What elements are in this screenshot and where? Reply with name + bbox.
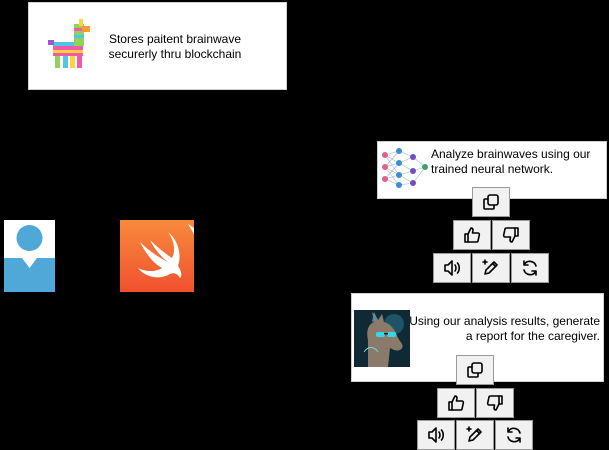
edit-button[interactable]: [456, 420, 494, 450]
thumbs-up-icon: [448, 395, 465, 411]
speaker-button[interactable]: [433, 253, 471, 283]
blockchain-card-text: Stores paitent brainwave securerly thru …: [108, 32, 242, 61]
blockchain-card: Stores paitent brainwave securerly thru …: [28, 2, 287, 90]
speaker-icon: [428, 427, 445, 443]
copy-button[interactable]: [456, 355, 494, 385]
neural-network-icon: [382, 148, 428, 188]
regenerate-icon: [523, 260, 537, 276]
regenerate-button[interactable]: [495, 420, 533, 450]
thumbs-down-button[interactable]: [492, 220, 530, 250]
copy-icon: [467, 362, 483, 378]
pinata-llama-icon: [48, 19, 90, 68]
speaker-icon: [444, 260, 461, 276]
llama-sunglasses-icon: [354, 310, 410, 367]
thumbs-down-button[interactable]: [476, 388, 514, 418]
thumbs-up-button[interactable]: [453, 220, 491, 250]
thumbs-down-icon: [486, 395, 503, 411]
edit-button[interactable]: [472, 253, 510, 283]
user-avatar-icon: [4, 220, 55, 292]
copy-icon: [483, 194, 499, 210]
thumbs-down-icon: [502, 227, 519, 243]
copy-button[interactable]: [472, 187, 510, 217]
report-card-text: Using our analysis results, generate a r…: [409, 314, 600, 343]
thumbs-up-icon: [464, 227, 481, 243]
analyze-card-text: Analyze brainwaves using our trained neu…: [431, 147, 591, 176]
swift-logo-icon: [120, 220, 194, 292]
speaker-button[interactable]: [417, 420, 455, 450]
regenerate-button[interactable]: [511, 253, 549, 283]
thumbs-up-button[interactable]: [437, 388, 475, 418]
edit-sparkle-icon: [466, 426, 482, 442]
regenerate-icon: [507, 427, 521, 443]
edit-sparkle-icon: [482, 259, 498, 275]
